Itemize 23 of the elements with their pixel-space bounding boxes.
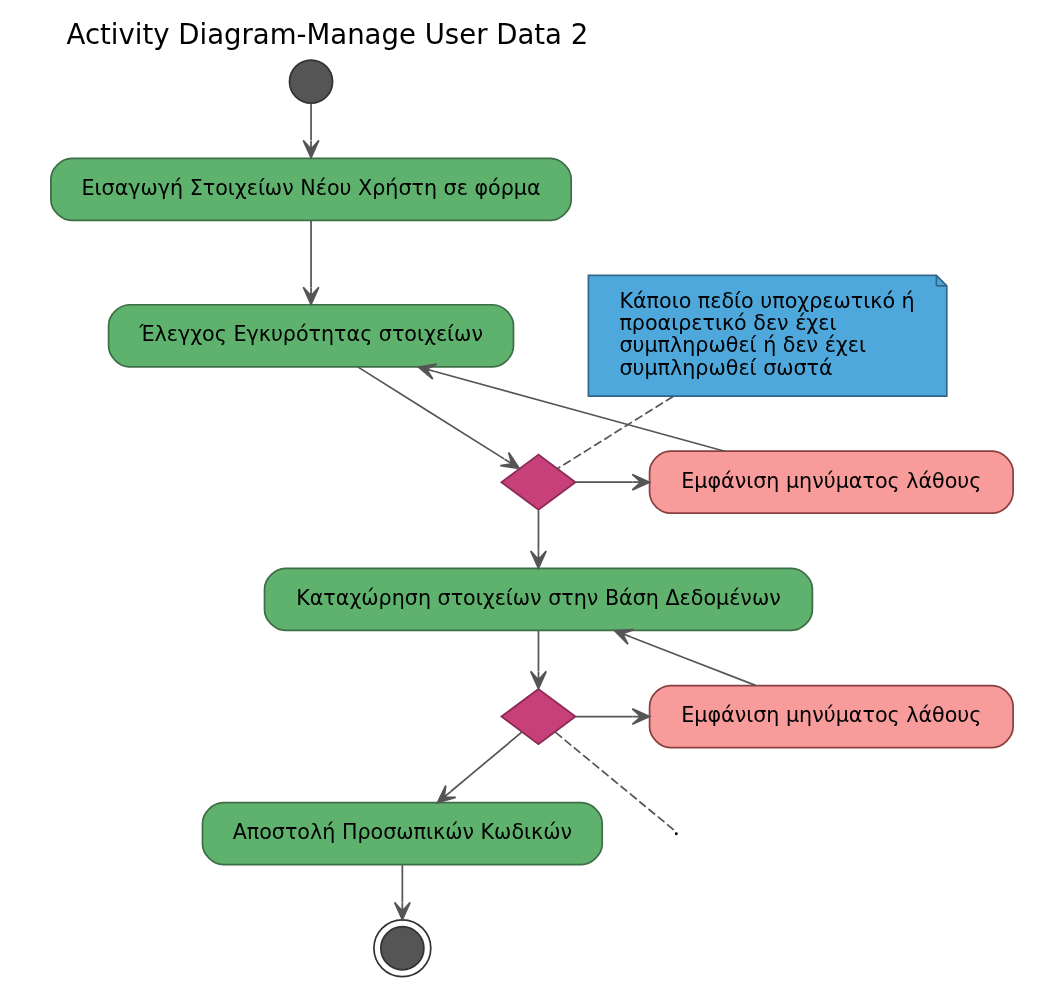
node-circle	[372, 918, 432, 978]
node-circle	[288, 59, 333, 105]
arrow	[613, 628, 756, 687]
node-box: Έλεγχος Εγκυρότητας στοιχείων	[107, 303, 514, 368]
arrow	[416, 363, 726, 453]
arrow	[574, 707, 650, 726]
node-box: Εμφάνιση μηνύματος λάθους	[648, 684, 1014, 749]
arrow	[393, 864, 411, 921]
arrow	[301, 219, 320, 306]
node-box: Εισαγωγή Στοιχείων Νέου Χρήστη σε φόρμα	[49, 157, 572, 222]
arrow	[301, 102, 320, 159]
connector	[556, 395, 674, 470]
arrow	[529, 630, 547, 690]
arrow	[529, 509, 547, 570]
node-diamond	[499, 687, 577, 746]
arrow	[436, 731, 523, 804]
diagram-title: Activity Diagram-Manage User Data 2	[66, 18, 588, 51]
arrow	[574, 473, 650, 491]
connector	[554, 731, 677, 833]
node-box: Αποστολή Προσωπικών Κωδικών	[201, 801, 603, 866]
arrow	[356, 366, 520, 470]
node-box: Εμφάνιση μηνύματος λάθους	[648, 450, 1014, 515]
node-box: Καταχώρηση στοιχείων στην Βάση Δεδομένων	[263, 567, 813, 632]
